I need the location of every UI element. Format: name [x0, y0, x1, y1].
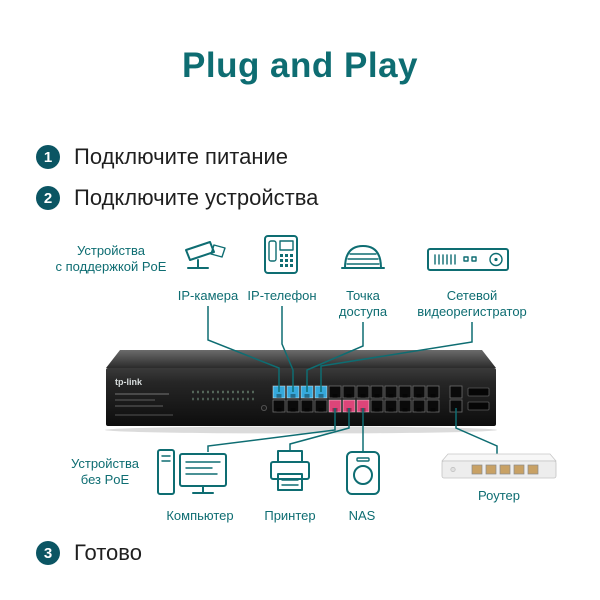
switch-port — [412, 399, 426, 413]
switch-port-notch — [374, 408, 380, 412]
switch-port-notch — [304, 394, 310, 398]
access-point-icon — [341, 245, 385, 269]
poe-device-label-ip-camera: IP-камера — [177, 288, 239, 303]
poe-device-label-ip-phone: IP-телефон — [247, 288, 317, 303]
ip-camera-icon — [185, 241, 226, 269]
switch-port-notch — [290, 408, 296, 412]
switch-port-notch — [346, 394, 352, 398]
switch-reset-button — [260, 405, 267, 412]
switch-port-notch — [402, 408, 408, 412]
step-2-number: 2 — [36, 186, 60, 210]
switch-port-notch — [304, 408, 310, 412]
switch-port-notch — [276, 394, 282, 398]
switch-sfp-slot-2 — [467, 401, 490, 411]
step-3: 3 Готово — [36, 540, 142, 566]
step-3-number: 3 — [36, 541, 60, 565]
ip-phone-icon — [264, 235, 298, 274]
switch-sfp-slot-1 — [467, 387, 490, 397]
non-poe-group-label-line2: без PoE — [80, 472, 130, 487]
switch-port — [426, 399, 440, 413]
switch-port-notch — [430, 394, 436, 398]
computer-icon — [157, 449, 227, 495]
poe-group-label-line1: Устройства — [76, 243, 145, 258]
switch-port-notch — [430, 408, 436, 412]
step-3-label: Готово — [74, 540, 142, 565]
switch-port — [398, 399, 412, 413]
switch-port-notch — [290, 394, 296, 398]
router-icon — [441, 453, 557, 479]
nvr-icon — [427, 248, 509, 271]
switch-port-notch — [402, 394, 408, 398]
switch-port-notch — [416, 408, 422, 412]
switch-port-notch — [276, 408, 282, 412]
poe-group-label: Устройства с поддержкой PoE — [52, 243, 170, 275]
switch-shadow — [105, 426, 497, 434]
switch-port — [384, 399, 398, 413]
switch-port-notch — [332, 394, 338, 398]
switch-brand: tp-link — [115, 377, 143, 387]
switch-port-notch — [318, 408, 324, 412]
switch-port-notch — [374, 394, 380, 398]
step-2: 2 Подключите устройства — [36, 185, 318, 211]
page-title: Plug and Play — [182, 46, 418, 85]
switch-port — [370, 399, 384, 413]
printer-icon — [270, 450, 310, 491]
non-poe-device-label-router: Роутер — [478, 488, 520, 503]
step-1-number: 1 — [36, 145, 60, 169]
non-poe-group-label-line1: Устройства — [70, 456, 139, 471]
switch-uplink-port-1 — [449, 385, 463, 399]
non-poe-device-label-nas: NAS — [348, 508, 376, 523]
switch-port-notch — [388, 394, 394, 398]
switch-uplink-port-2 — [449, 399, 463, 413]
switch-top-face — [106, 350, 496, 368]
poe-device-label-access-point: Точка доступа — [338, 288, 388, 319]
poe-device-label-nvr: Сетевой видеорегистратор — [417, 288, 527, 319]
non-poe-device-label-printer: Принтер — [264, 508, 316, 523]
switch-port-notch — [318, 394, 324, 398]
step-1-label: Подключите питание — [74, 144, 288, 169]
switch-port-notch — [360, 408, 366, 412]
step-2-label: Подключите устройства — [74, 185, 319, 210]
non-poe-group-label: Устройства без PoE — [62, 456, 148, 488]
non-poe-device-label-computer: Компьютер — [166, 508, 234, 523]
switch-image: tp-link — [105, 350, 497, 434]
switch-port-notch — [332, 408, 338, 412]
switch-port-notch — [360, 394, 366, 398]
nas-icon — [346, 451, 380, 495]
switch-port-notch — [416, 394, 422, 398]
switch-port-notch — [388, 408, 394, 412]
poe-group-label-line2: с поддержкой PoE — [55, 259, 167, 274]
step-1: 1 Подключите питание — [36, 144, 288, 170]
switch-port-notch — [346, 408, 352, 412]
